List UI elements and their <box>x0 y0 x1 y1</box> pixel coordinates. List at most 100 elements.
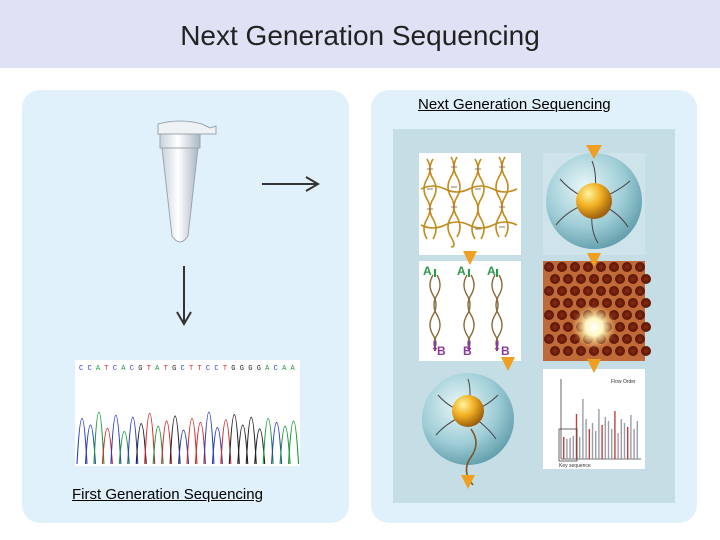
flow-arrow-2 <box>463 251 477 265</box>
adapter-label-a-2: A <box>457 264 466 278</box>
flowgram-bar <box>582 399 584 459</box>
plate-well <box>602 274 612 284</box>
flowgram-bar <box>611 429 613 459</box>
flowgram-bar <box>569 438 571 459</box>
flow-arrow-4 <box>587 359 601 373</box>
plate-well <box>550 322 560 332</box>
flowgram-bar <box>591 423 594 459</box>
trace-peak <box>271 422 283 465</box>
flowgram-bar <box>601 425 603 459</box>
base-call-letter: A <box>121 365 126 373</box>
flowgram-bar <box>617 433 619 459</box>
base-call-letter: G <box>172 365 176 373</box>
plate-well <box>641 322 651 332</box>
plate-well <box>570 262 580 272</box>
plate-well <box>583 286 593 296</box>
flowgram-title: Flow Order <box>611 379 636 385</box>
flowgram-bar <box>585 419 587 459</box>
flowgram-bar <box>630 415 632 459</box>
single-bead-tile <box>422 373 514 486</box>
plate-well <box>557 286 567 296</box>
base-call-letter: C <box>130 365 134 373</box>
flowgram-plot-tile: Flow Order Key sequence <box>543 369 645 469</box>
arrow-right-icon <box>262 176 320 192</box>
plate-well <box>628 346 638 356</box>
base-call-letter: T <box>104 365 108 373</box>
flowgram-bar <box>563 437 565 459</box>
flowgram-bar <box>595 431 597 459</box>
base-call-letter: A <box>96 365 101 373</box>
plate-well <box>622 334 632 344</box>
flowgram-bar <box>572 436 574 459</box>
flowgram-bar <box>598 409 600 459</box>
flowgram-bar <box>620 419 622 459</box>
flow-arrow-5 <box>501 357 515 371</box>
plate-well <box>615 346 625 356</box>
base-call-letter: T <box>223 365 227 373</box>
emulsion-bead-tile <box>543 153 645 255</box>
trace-peak <box>110 414 122 465</box>
plate-well <box>589 274 599 284</box>
plate-well <box>563 322 573 332</box>
base-call-letter: G <box>240 365 244 373</box>
base-call-letter: C <box>274 365 278 373</box>
trace-peak <box>262 417 274 465</box>
trace-peak <box>127 416 139 465</box>
plate-well <box>602 346 612 356</box>
plate-well <box>544 262 554 272</box>
trace-peak <box>228 414 240 465</box>
plate-well <box>641 274 651 284</box>
plate-well <box>550 346 560 356</box>
base-call-letter: T <box>147 365 151 373</box>
trace-peak <box>76 417 88 465</box>
adapter-label-b-2: B <box>463 344 472 358</box>
flowgram-bar <box>627 427 629 459</box>
plate-well <box>622 310 632 320</box>
base-call-letter: C <box>181 365 185 373</box>
plate-well <box>615 298 625 308</box>
trace-peak <box>93 411 105 465</box>
plate-well <box>583 262 593 272</box>
plate-well <box>596 262 606 272</box>
next-generation-caption: Next Generation Sequencing <box>418 96 611 113</box>
plate-well <box>576 346 586 356</box>
base-call-letter: G <box>138 365 142 373</box>
flow-arrows <box>461 145 602 489</box>
trace-peak <box>186 417 198 465</box>
title-bar <box>0 0 720 68</box>
base-call-letter: T <box>189 365 193 373</box>
flowgram-bar <box>614 411 616 459</box>
base-call-letter: C <box>214 365 218 373</box>
flowgram-bar <box>633 429 635 459</box>
tube-icon <box>157 120 217 243</box>
trace-peak <box>220 419 232 465</box>
base-call-letter: C <box>87 365 91 373</box>
plate-well <box>622 286 632 296</box>
trace-peak <box>169 415 181 465</box>
flowgram-bar <box>566 439 568 459</box>
plate-well <box>544 334 554 344</box>
plate-well <box>563 274 573 284</box>
flow-arrow-3 <box>587 253 601 267</box>
plate-well <box>628 322 638 332</box>
flowgram-bar <box>575 414 578 459</box>
base-call-letter: T <box>197 365 201 373</box>
base-call-letter: T <box>164 365 168 373</box>
trace-peak <box>203 411 215 465</box>
flowgram-bar <box>579 437 581 459</box>
base-call-letter: A <box>282 365 287 373</box>
base-call-letter: G <box>231 365 235 373</box>
adapter-label-b-3: B <box>501 344 510 358</box>
plate-well <box>570 286 580 296</box>
picotiter-plate-tile <box>543 261 651 361</box>
plate-well <box>544 286 554 296</box>
plate-well <box>544 310 554 320</box>
base-call-letter: C <box>206 365 210 373</box>
plate-well <box>635 334 645 344</box>
plate-well <box>550 298 560 308</box>
first-generation-caption: First Generation Sequencing <box>72 486 263 503</box>
adapter-label-a-1: A <box>423 264 432 278</box>
trace-peak <box>245 416 257 465</box>
trace-peak <box>287 420 300 465</box>
